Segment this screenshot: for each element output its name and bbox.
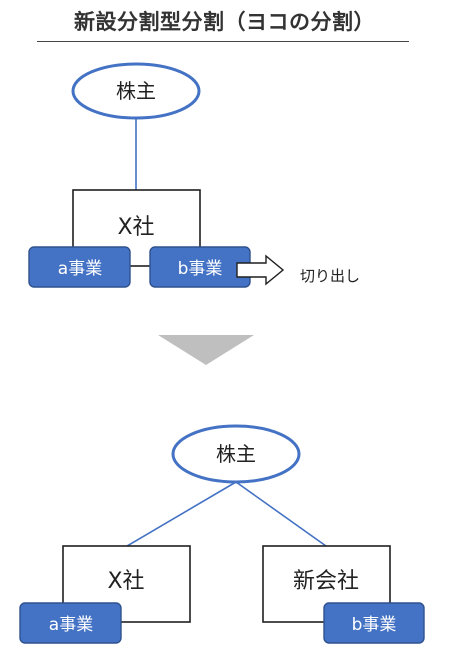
after-shareholder-label: 株主 [216, 442, 256, 466]
after-ownership-line-x [126, 481, 237, 547]
before-business-a [28, 246, 131, 288]
transition-down-arrow-icon [158, 335, 254, 365]
before-shareholder-oval [71, 62, 201, 120]
after-business-b [323, 602, 425, 644]
before-company-label: X社 [117, 215, 154, 240]
after-business-a [19, 602, 122, 644]
after-business-b-label: b事業 [352, 615, 397, 635]
after-new-company-label: 新会社 [293, 569, 359, 594]
after-company-x-label: X社 [107, 569, 144, 594]
spin-off-label: 切り出し [300, 267, 360, 285]
before-business-b-label: b事業 [178, 259, 223, 279]
after-business-a-label: a事業 [49, 615, 93, 635]
after-shareholder-oval [171, 424, 301, 484]
after-ownership-line-new [235, 481, 327, 547]
before-shareholder-label: 株主 [116, 79, 156, 103]
spin-off-arrow-icon [236, 254, 285, 286]
diagram-title: 新設分割型分割（ヨコの分割） [74, 10, 375, 34]
before-business-a-label: a事業 [58, 259, 102, 279]
title-underline [37, 41, 409, 42]
